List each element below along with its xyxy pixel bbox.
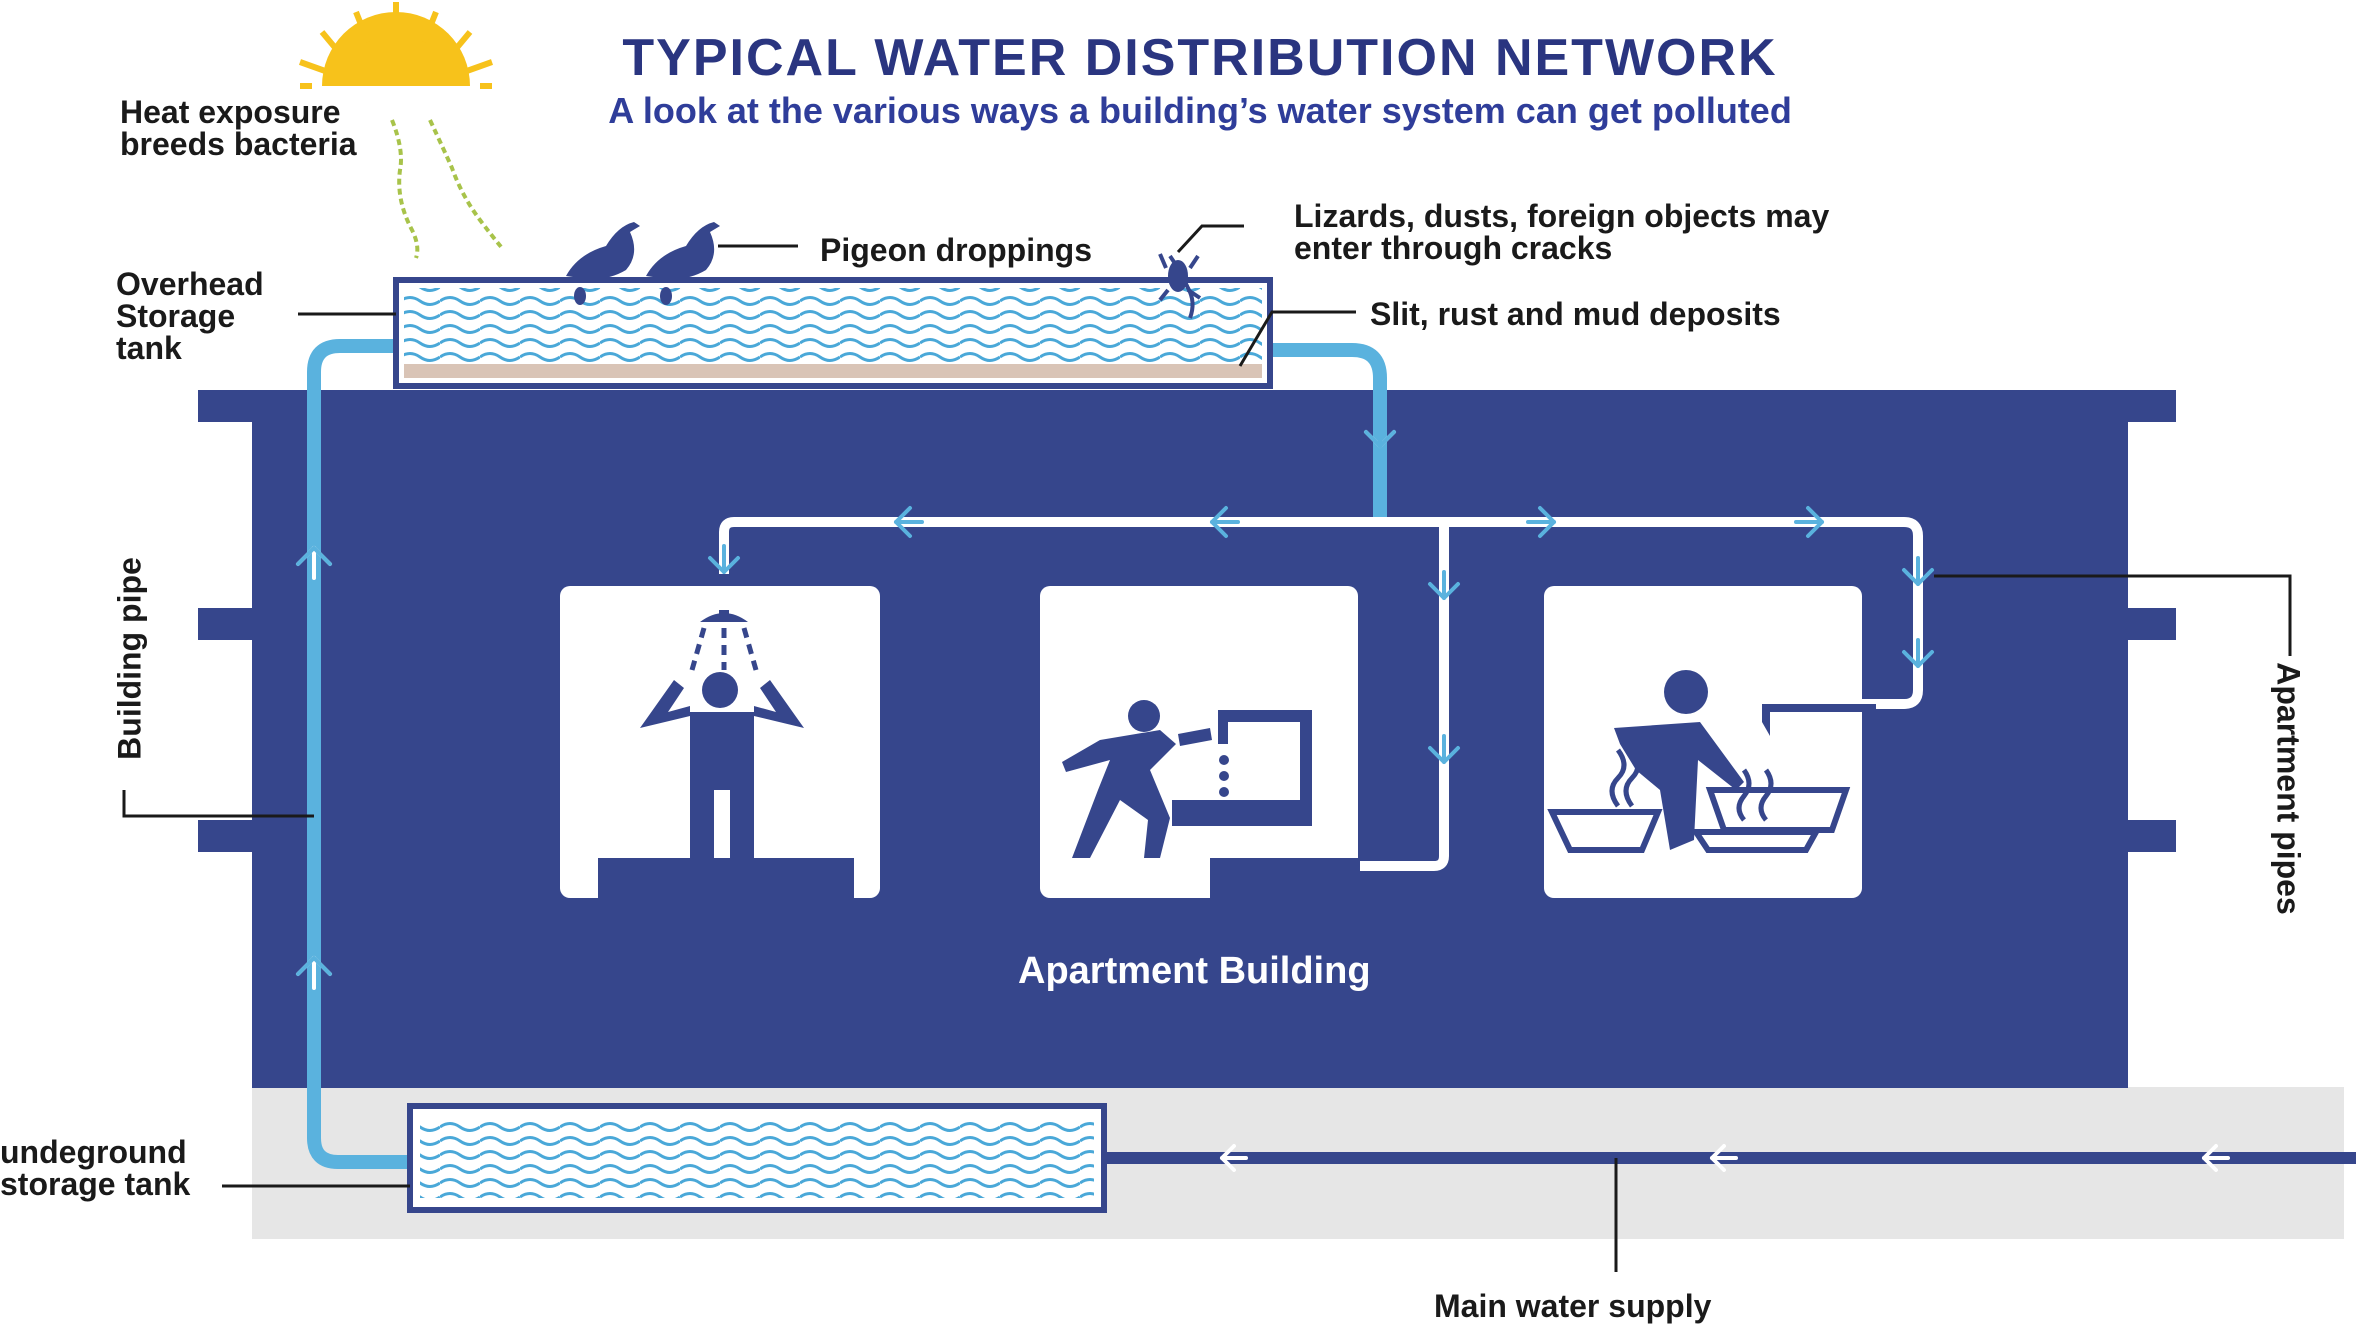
leader-lines xyxy=(122,224,2292,1272)
shower-person-icon xyxy=(598,610,854,898)
lizard-icon xyxy=(1158,253,1202,319)
supply-down-pipe xyxy=(1268,343,1387,518)
underground-tank-label: undeground storage tank xyxy=(0,1134,191,1202)
lizards-label: Lizards, dusts, foreign objects may ente… xyxy=(1294,198,1830,266)
page-subtitle: A look at the various ways a building’s … xyxy=(608,90,1792,131)
building-pipe xyxy=(307,339,410,1169)
underground-storage-tank xyxy=(407,1103,1107,1213)
room-kitchen xyxy=(1544,586,1876,898)
heat-exposure-label: Heat exposure breeds bacteria xyxy=(120,94,357,162)
building-pipe-label: Building pipe xyxy=(111,557,148,760)
sun-icon xyxy=(298,2,494,89)
main-water-supply-pipe xyxy=(1104,1144,2356,1172)
heat-vines xyxy=(390,119,504,259)
drinking-person-icon xyxy=(1062,700,1358,898)
overhead-tank-label: Overhead Storage tank xyxy=(116,266,264,366)
washing-person-icon xyxy=(1547,670,1876,853)
main-water-supply-label: Main water supply xyxy=(1434,1288,1712,1324)
room-drinking xyxy=(1040,586,1358,898)
apartment-pipes xyxy=(719,517,1923,871)
flow-arrows xyxy=(296,420,1934,990)
apartment-building-label: Apartment Building xyxy=(1018,950,1371,992)
overhead-storage-tank xyxy=(393,277,1273,389)
apartment-pipes-label: Apartment pipes xyxy=(2270,662,2307,915)
pigeon-droppings-label: Pigeon droppings xyxy=(820,232,1092,268)
slit-rust-label: Slit, rust and mud deposits xyxy=(1370,296,1781,332)
room-shower xyxy=(560,586,880,898)
page-title: TYPICAL WATER DISTRIBUTION NETWORK xyxy=(622,29,1778,87)
pigeon-icon xyxy=(566,222,720,305)
